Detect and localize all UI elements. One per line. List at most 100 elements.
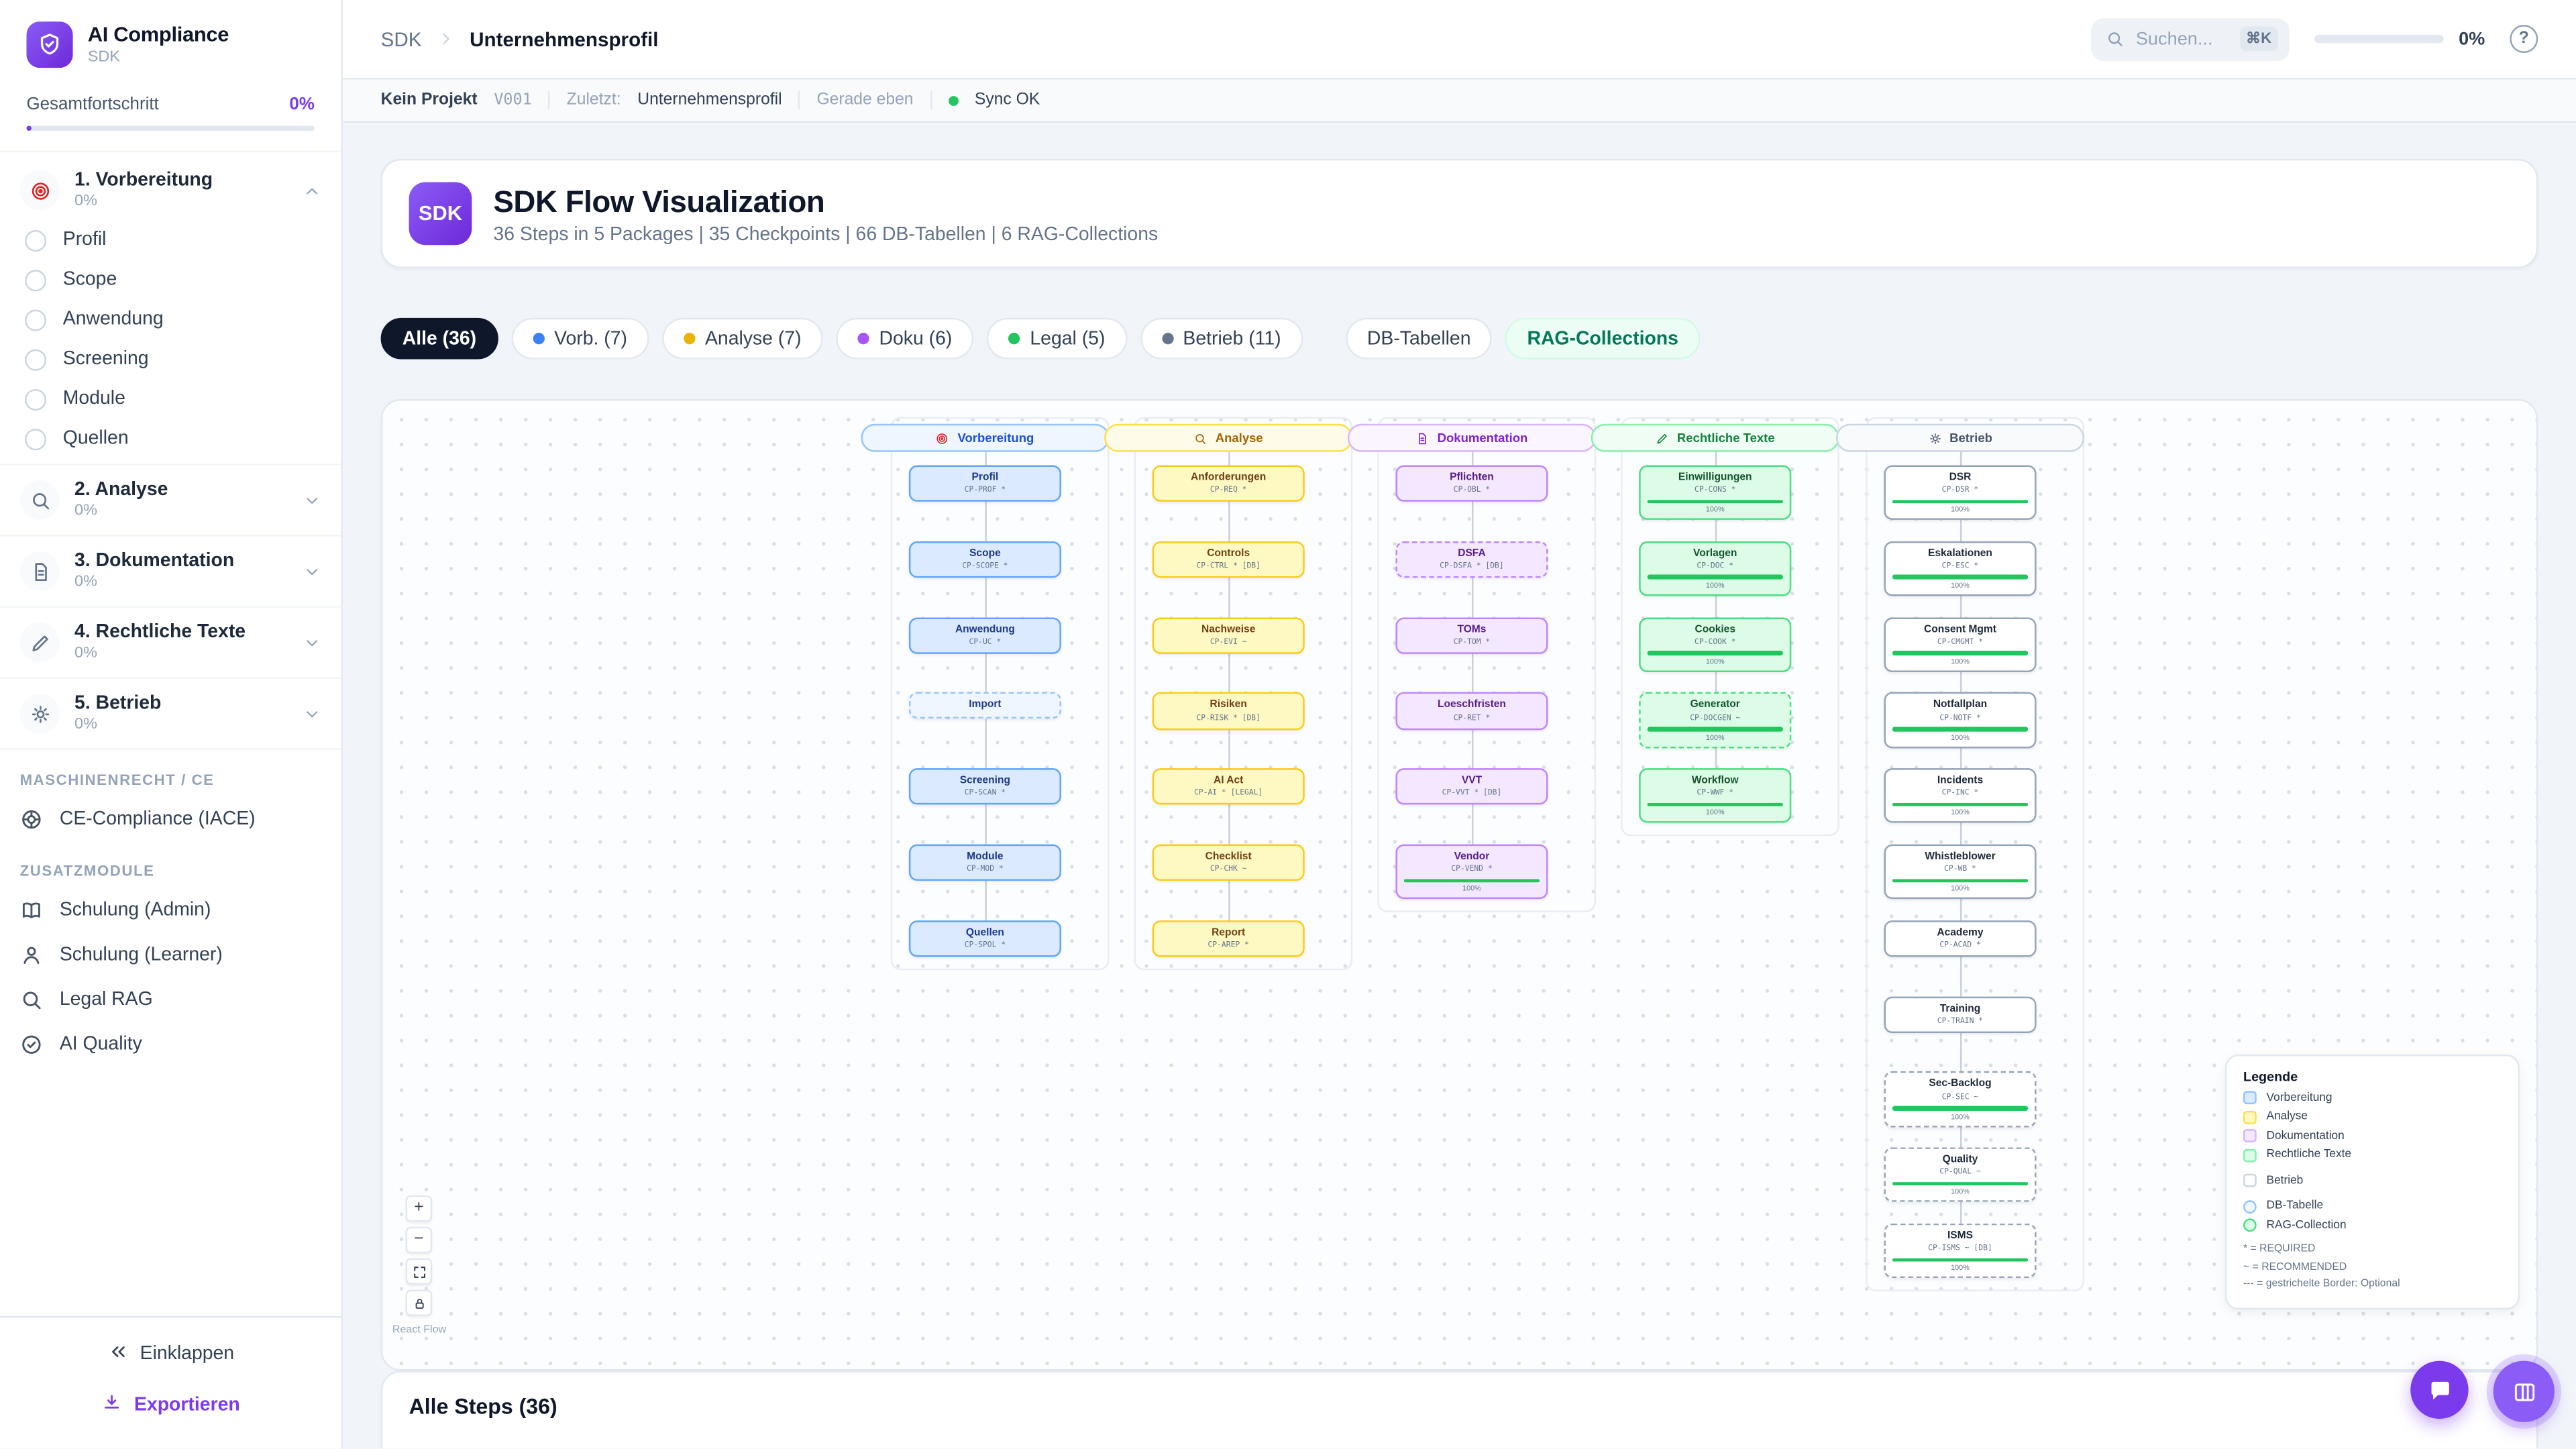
package-group-outline-legal xyxy=(1621,417,1839,837)
fit-view-button[interactable] xyxy=(405,1258,433,1285)
document-icon xyxy=(19,551,60,592)
filter-label: Alle (36) xyxy=(402,328,477,349)
sidebar-package-header[interactable]: 4. Rechtliche Texte 0% xyxy=(0,612,341,672)
node-progress-value: 100% xyxy=(1951,808,1970,817)
node-progress-track xyxy=(1892,499,2029,504)
node-progress-fill xyxy=(1403,878,1540,883)
document-icon xyxy=(1416,431,1430,445)
sync-status: Sync OK xyxy=(974,91,1040,109)
sidebar-package-header[interactable]: 5. Betrieb 0% xyxy=(0,684,341,743)
filter-chip-legal-5-[interactable]: Legal (5) xyxy=(987,317,1127,360)
filter-chip-analyse-7-[interactable]: Analyse (7) xyxy=(661,317,823,360)
breadcrumb-sdk[interactable]: SDK xyxy=(380,27,422,51)
package-header-doku[interactable]: Dokumentation xyxy=(1347,423,1597,452)
flow-node-import[interactable]: Import xyxy=(908,692,1061,718)
sidebar-subitem-screening[interactable]: Screening xyxy=(0,339,341,379)
filter-chip-vorb-7-[interactable]: Vorb. (7) xyxy=(511,317,649,360)
package-header-analyse[interactable]: Analyse xyxy=(1104,423,1353,452)
module-label: CE-Compliance (IACE) xyxy=(59,808,256,829)
package-percent: 0% xyxy=(74,501,97,520)
filter-chip-db-tabellen[interactable]: DB-Tabellen xyxy=(1345,317,1493,360)
columns-icon xyxy=(2514,1383,2534,1401)
legend-item-betrieb: Betrieb xyxy=(2243,1174,2502,1188)
package-header-betrieb[interactable]: Betrieb xyxy=(1835,423,2085,452)
package-header-legal[interactable]: Rechtliche Texte xyxy=(1591,423,1839,452)
search-input[interactable] xyxy=(2135,29,2228,49)
sidebar-subitem-scope[interactable]: Scope xyxy=(0,260,341,299)
search-box[interactable]: ⌘K xyxy=(2091,17,2290,61)
sidebar-item-schulung-learner-[interactable]: Schulung (Learner) xyxy=(0,932,341,977)
package-header-label: Rechtliche Texte xyxy=(1676,430,1775,445)
subitem-label: Profil xyxy=(62,230,107,250)
collapse-button[interactable]: Einklappen xyxy=(91,1332,251,1378)
filter-chip-rag-collections[interactable]: RAG-Collections xyxy=(1505,317,1701,360)
help-icon[interactable]: ? xyxy=(2510,25,2538,53)
node-progress-value: 100% xyxy=(1705,808,1725,817)
filter-chip-alle-36-[interactable]: Alle (36) xyxy=(380,317,498,360)
sidebar-package-header[interactable]: 2. Analyse 0% xyxy=(0,470,341,530)
sidebar-package-header[interactable]: 1. Vorbereitung 0% xyxy=(0,160,341,220)
sidebar-item-ai-quality[interactable]: AI Quality xyxy=(0,1022,341,1067)
filter-label: Doku (6) xyxy=(879,328,953,349)
legend-swatch xyxy=(2243,1199,2257,1214)
filter-chip-doku-6-[interactable]: Doku (6) xyxy=(836,317,974,360)
reactflow-attribution: React Flow xyxy=(392,1324,447,1336)
sidebar-subitem-profil[interactable]: Profil xyxy=(0,220,341,260)
flow-controls: + − xyxy=(405,1195,433,1316)
node-title: Quellen xyxy=(965,926,1004,938)
export-button[interactable]: Exportieren xyxy=(85,1383,256,1430)
sidebar-item-ce-compliance-iace-[interactable]: CE-Compliance (IACE) xyxy=(0,796,341,841)
sidebar-subitem-quellen[interactable]: Quellen xyxy=(0,419,341,458)
sidebar-subitem-anwendung[interactable]: Anwendung xyxy=(0,300,341,339)
sidebar-item-schulung-admin-[interactable]: Schulung (Admin) xyxy=(0,888,341,932)
sidebar-package-header[interactable]: 3. Dokumentation 0% xyxy=(0,541,341,601)
lock-button[interactable] xyxy=(405,1289,433,1316)
flow-canvas[interactable]: Legende Vorbereitung Analyse Dokumentati… xyxy=(380,398,2538,1371)
chat-fab-button[interactable] xyxy=(2410,1361,2469,1419)
package-header-prep[interactable]: Vorbereitung xyxy=(861,423,1110,452)
zoom-in-button[interactable]: + xyxy=(405,1195,433,1222)
zoom-out-button[interactable]: − xyxy=(405,1226,433,1254)
filter-chip-betrieb-11-[interactable]: Betrieb (11) xyxy=(1140,317,1303,360)
page-subtitle: 36 Steps in 5 Packages | 35 Checkpoints … xyxy=(493,224,1159,245)
sidebar-subitem-module[interactable]: Module xyxy=(0,379,341,419)
search-icon xyxy=(20,987,44,1011)
panel-fab-button[interactable] xyxy=(2493,1361,2555,1423)
sidebar-item-legal-rag[interactable]: Legal RAG xyxy=(0,977,341,1022)
